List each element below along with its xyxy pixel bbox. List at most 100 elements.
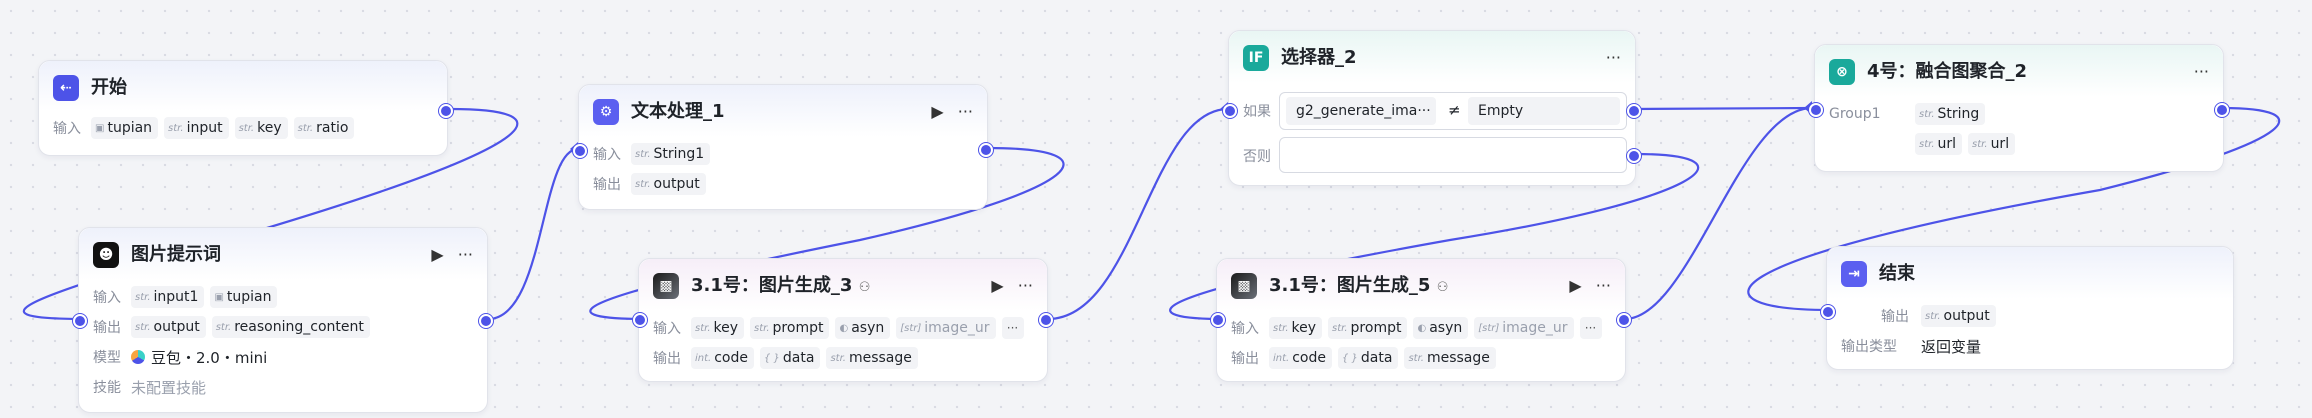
output-label: 输出	[1231, 351, 1259, 367]
more-inputs-icon[interactable]: ···	[1579, 317, 1602, 339]
end-node[interactable]: ⇥ 结束 输出 str.output 输出类型 返回变量	[1821, 246, 2234, 370]
plugin-badge-icon: ⚇	[858, 280, 871, 295]
merge-aggregate-node[interactable]: ⊗ 4号：融合图聚合_2 ··· Group1 str.String str.u…	[1809, 44, 2229, 172]
string-type-icon: str.	[1408, 352, 1424, 364]
input-chip: str.key	[1269, 317, 1323, 339]
input-chip: ▣tupian	[210, 286, 278, 308]
edge-gen3-to-selector	[1047, 107, 1229, 321]
image-gen-5-node[interactable]: ▩ 3.1号：图片生成_5 ⚇ ▶ ··· 输入 str.key str.pro…	[1211, 258, 1631, 382]
input-port[interactable]	[1809, 103, 1823, 117]
output-port[interactable]	[979, 143, 993, 157]
if-label: 如果	[1243, 104, 1271, 120]
else-branch-box[interactable]	[1279, 137, 1627, 173]
run-icon[interactable]: ▶	[431, 245, 444, 264]
output-chip: str.message	[1404, 347, 1496, 369]
object-type-icon: { }	[1341, 352, 1358, 364]
input-label: 输入	[653, 321, 681, 337]
input-label: 输入	[593, 147, 621, 163]
more-icon[interactable]: ···	[1017, 276, 1033, 295]
if-condition-icon: IF	[1243, 45, 1269, 71]
input-port[interactable]	[1223, 104, 1237, 118]
group-item-chip: str.String	[1915, 103, 1986, 125]
output-chip: int.code	[1269, 347, 1332, 369]
end-icon: ⇥	[1841, 261, 1867, 287]
output-port[interactable]	[1039, 313, 1053, 327]
image-prompt-node[interactable]: ☻ 图片提示词 ▶ ··· 输入 str.input1 ▣tupian 输出 s…	[73, 227, 493, 413]
edge-selector-if-to-merge	[1634, 106, 1813, 111]
output-chip: { }data	[1337, 347, 1399, 369]
condition-operator[interactable]: ≠	[1448, 101, 1461, 119]
more-icon[interactable]: ···	[1605, 48, 1621, 67]
condition-right-value[interactable]: Empty	[1468, 97, 1620, 125]
output-port[interactable]	[439, 104, 453, 118]
input-chip: str.String1	[631, 143, 711, 165]
text-processing-node[interactable]: ⚙ 文本处理_1 ▶ ··· 输入 str.String1 输出 str.out…	[573, 84, 993, 210]
string-type-icon: str.	[135, 321, 151, 333]
node-title: 4号：融合图聚合_2	[1867, 61, 2028, 82]
integer-type-icon: int.	[1273, 352, 1290, 364]
output-type-label: 输出类型	[1841, 339, 1897, 355]
output-type-value: 返回变量	[1921, 337, 1982, 356]
string-type-icon: str.	[135, 291, 151, 303]
output-label: 输出	[593, 177, 621, 193]
llm-icon: ☻	[93, 242, 119, 268]
condition-left-value[interactable]: g2_generate_ima···	[1286, 97, 1436, 125]
if-condition-box[interactable]: g2_generate_ima··· ≠ Empty	[1279, 92, 1627, 130]
input-port[interactable]	[1821, 305, 1835, 319]
output-chip: str.message	[826, 347, 918, 369]
selector-node[interactable]: IF 选择器_2 ··· 如果 g2_generate_ima··· ≠ Emp…	[1223, 30, 1641, 186]
string-type-icon: str.	[695, 322, 711, 334]
input-chip: str.ratio	[293, 117, 355, 139]
string-type-icon: str.	[238, 122, 255, 134]
more-icon[interactable]: ···	[1595, 276, 1611, 295]
more-inputs-icon[interactable]: ···	[1001, 317, 1024, 339]
integer-type-icon: int.	[695, 352, 712, 364]
input-port[interactable]	[633, 313, 647, 327]
start-node[interactable]: ⇠ 开始 输入 ▣tupian str.input str.key str.ra…	[38, 60, 453, 156]
plugin-image-icon: ▩	[653, 273, 679, 299]
object-type-icon: { }	[763, 352, 780, 364]
output-port[interactable]	[479, 314, 493, 328]
input-chip: ◐asyn	[1413, 317, 1469, 339]
string-type-icon: str.	[635, 148, 651, 160]
skill-label: 技能	[93, 380, 121, 396]
more-icon[interactable]: ···	[457, 245, 473, 264]
skill-value: 未配置技能	[131, 378, 207, 397]
input-label: 输入	[93, 290, 121, 306]
image-type-icon: ▣	[214, 291, 224, 303]
output-port[interactable]	[2215, 103, 2229, 117]
input-chip: ◐asyn	[835, 317, 891, 339]
edge-gen5-to-merge	[1624, 106, 1813, 321]
else-label: 否则	[1243, 149, 1271, 165]
more-icon[interactable]: ···	[957, 102, 973, 121]
else-output-port[interactable]	[1627, 149, 1641, 163]
string-type-icon: str.	[168, 122, 184, 134]
string-type-icon: str.	[1919, 138, 1935, 150]
image-gen-3-node[interactable]: ▩ 3.1号：图片生成_3 ⚇ ▶ ··· 输入 str.key str.pro…	[633, 258, 1053, 382]
more-icon[interactable]: ···	[2193, 62, 2209, 81]
string-type-icon: str.	[1919, 108, 1935, 120]
output-port[interactable]	[1617, 313, 1631, 327]
run-icon[interactable]: ▶	[931, 102, 944, 121]
if-output-port[interactable]	[1627, 104, 1641, 118]
input-chip: [str]image_ur	[896, 317, 996, 339]
output-chip: str.output	[631, 173, 706, 195]
run-icon[interactable]: ▶	[991, 276, 1004, 295]
node-title: 3.1号：图片生成_3 ⚇	[691, 275, 871, 296]
input-port[interactable]	[573, 144, 587, 158]
array-type-icon: [str]	[900, 322, 922, 334]
input-chip: str.key	[234, 117, 288, 139]
input-chip: [str]image_ur	[1474, 317, 1574, 339]
input-port[interactable]	[73, 314, 87, 328]
node-title: 3.1号：图片生成_5 ⚇	[1269, 275, 1449, 296]
edge-prompt-to-text	[487, 147, 579, 321]
input-port[interactable]	[1211, 313, 1225, 327]
output-chip: int.code	[691, 347, 754, 369]
node-title: 开始	[91, 77, 127, 98]
run-icon[interactable]: ▶	[1569, 276, 1582, 295]
plugin-image-icon: ▩	[1231, 273, 1257, 299]
input-label: 输入	[1231, 321, 1259, 337]
model-label: 模型	[93, 350, 121, 366]
node-title: 结束	[1879, 263, 1915, 284]
